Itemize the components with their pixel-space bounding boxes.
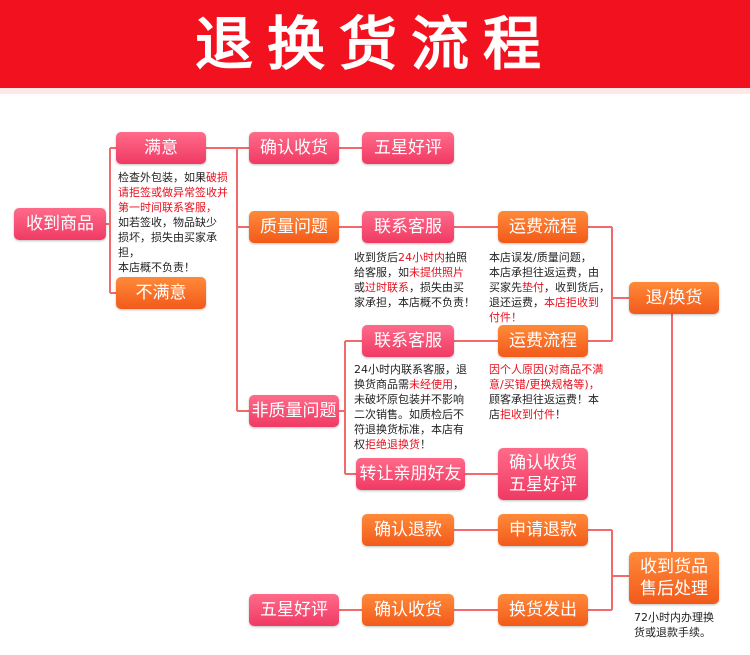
node-return-exchange: 退/换货 bbox=[629, 282, 719, 314]
node-confirm-receipt-3: 确认收货 bbox=[362, 594, 454, 626]
note-inspect: 检查外包装，如果破损 请拒签或做异常签收并 第一时间联系客服， 如若签收，物品缺… bbox=[118, 171, 228, 274]
node-unsatisfied: 不满意 bbox=[116, 277, 206, 309]
node-received: 收到商品 bbox=[14, 208, 106, 240]
header-banner bbox=[0, 0, 750, 88]
page-title: 退换货流程 bbox=[194, 10, 555, 78]
node-exchange-ship: 换货发出 bbox=[498, 594, 588, 626]
header-shadow bbox=[0, 88, 750, 94]
node-apply-refund: 申请退款 bbox=[498, 514, 588, 546]
node-non-quality-issue: 非质量问题 bbox=[249, 395, 339, 427]
node-satisfied: 满意 bbox=[116, 132, 206, 164]
node-contact-service-2: 联系客服 bbox=[362, 325, 454, 357]
node-contact-service-1: 联系客服 bbox=[362, 211, 454, 243]
node-confirm-receipt-2: 确认收货 五星好评 bbox=[498, 448, 588, 500]
note-quality-shipping: 本店误发/质量问题， 本店承担往返运费，由 买家先垫付，收到货后， 退还运费，本… bbox=[489, 251, 610, 324]
node-five-star-3: 五星好评 bbox=[249, 594, 339, 626]
note-aftersale: 72小时内办理换 货或退款手续。 bbox=[634, 611, 714, 639]
note-non-quality-shipping: 因个人原因(对商品不满 意/买错/更换规格等)， 顾客承担往返运费！本 店拒收到… bbox=[489, 363, 604, 421]
node-confirm-receipt-1: 确认收货 bbox=[249, 132, 339, 164]
node-shipping-process-2: 运费流程 bbox=[498, 325, 588, 357]
node-five-star-1: 五星好评 bbox=[362, 132, 454, 164]
node-quality-issue: 质量问题 bbox=[249, 211, 339, 243]
node-shipping-process-1: 运费流程 bbox=[498, 211, 588, 243]
note-non-quality-contact: 24小时内联系客服，退 换货商品需未经使用， 未破坏原包装并不影响 二次销售。如… bbox=[354, 363, 467, 451]
node-transfer-friends: 转让亲朋好友 bbox=[356, 458, 465, 490]
node-aftersale: 收到货品 售后处理 bbox=[629, 552, 719, 604]
node-confirm-refund: 确认退款 bbox=[362, 514, 454, 546]
note-quality-contact: 收到货后24小时内拍照 给客服，如未提供照片 或过时联系，损失由买 家承担，本店… bbox=[354, 251, 475, 309]
